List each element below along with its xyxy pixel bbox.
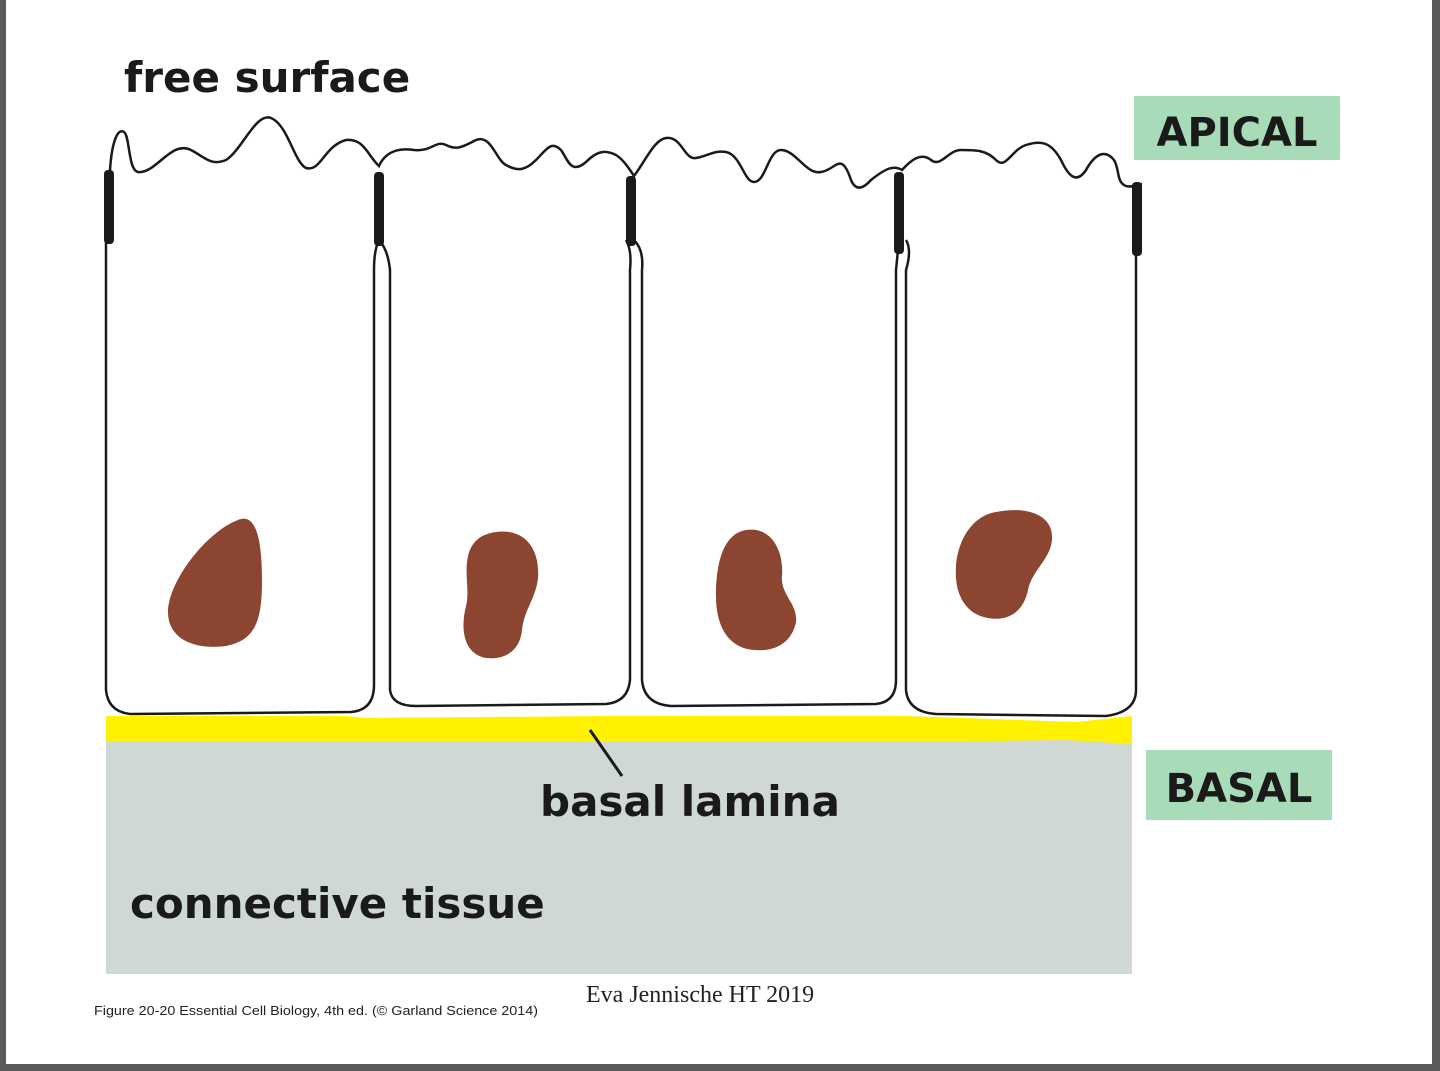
cell-3-outline <box>633 239 901 708</box>
author-credit: Eva Jennische HT 2019 <box>586 982 814 1008</box>
cell-2-outline <box>378 239 632 708</box>
nucleus-1 <box>168 518 262 647</box>
basal-lamina-leader-line <box>588 729 624 777</box>
tight-junction-4 <box>894 172 904 254</box>
epithelium-diagram: APICAL BASAL free surface basal lamina c… <box>94 53 1340 1018</box>
free-surface-label: free surface <box>124 53 410 102</box>
tight-junction-1 <box>104 170 114 244</box>
apical-free-surface <box>108 116 1143 189</box>
tight-junction-2 <box>374 172 384 246</box>
basal-label-box <box>1146 750 1332 820</box>
basal-lamina-label: basal lamina <box>540 777 840 826</box>
nucleus-4 <box>955 510 1053 619</box>
connective-tissue-label: connective tissue <box>130 879 545 928</box>
apical-label-box <box>1134 96 1340 160</box>
connective-tissue <box>106 736 1132 974</box>
basal-label: BASAL <box>1166 766 1313 812</box>
nucleus-3 <box>716 529 797 651</box>
apical-label: APICAL <box>1157 110 1318 156</box>
tight-junction-5 <box>1132 182 1142 256</box>
basal-lamina <box>106 716 1132 744</box>
tight-junction-3 <box>626 176 636 246</box>
nucleus-2 <box>463 531 539 659</box>
figure-source-credit: Figure 20-20 Essential Cell Biology, 4th… <box>94 1003 538 1018</box>
page-frame: APICAL BASAL free surface basal lamina c… <box>6 0 1432 1064</box>
cell-4-outline <box>904 239 1138 718</box>
